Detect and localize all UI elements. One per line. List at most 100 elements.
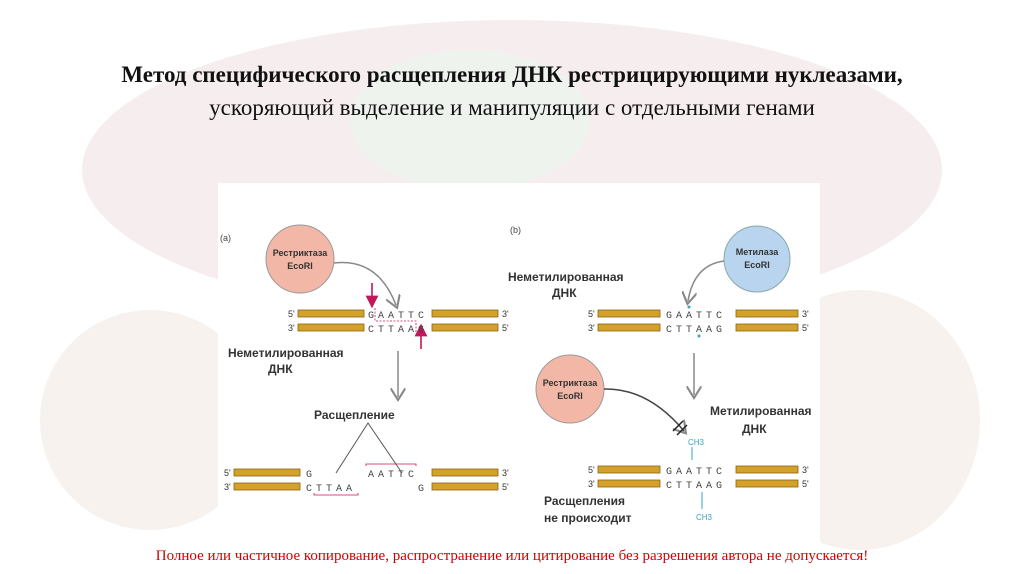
panel-b-label: (b) <box>510 225 521 235</box>
a-cleavage-label: Расщепление <box>314 408 395 422</box>
b-unmethylated-line2: ДНК <box>552 286 577 300</box>
arrow-methylase-to-dna <box>688 260 725 301</box>
b-no-cleavage-line1: Расщепления <box>544 494 625 508</box>
b-methyl-dot <box>687 305 691 309</box>
slide-title-bold: Метод специфического расщепления ДНК рес… <box>121 62 903 87</box>
restriction-enzyme-b-line1: Рестриктаза <box>543 378 598 388</box>
a-frag-right-top: A <box>378 470 384 481</box>
arrow-enzyme-to-dna-a <box>333 261 396 305</box>
methylase-line2: EcoRI <box>744 260 770 270</box>
a-top-5prime: 5' <box>288 309 295 319</box>
a-seq-top: A <box>388 311 394 322</box>
a-bot-3prime: 3' <box>288 323 295 333</box>
ecori-diagram: (a) Рестриктаза EcoRI 5' 3' 3' 5' G A A … <box>218 183 820 550</box>
a-frag-right-top: A <box>368 470 374 481</box>
a-frag-3prime-r: 3' <box>502 468 509 478</box>
b-bot-5prime: 5' <box>588 465 595 475</box>
a-frag-bracket <box>365 463 417 466</box>
a-top-3prime: 3' <box>502 309 509 319</box>
block-mark <box>676 424 688 436</box>
b-meth-seq-bot: T <box>676 481 682 492</box>
b-meth-seq-top: A <box>676 467 682 478</box>
a-seq-top: A <box>378 311 384 322</box>
b-meth-seq-top: T <box>696 467 702 478</box>
a-fragment-bar <box>233 468 301 477</box>
a-frag-right-bot: G <box>418 484 424 495</box>
a-frag-right-top: T <box>388 470 394 481</box>
b-ch3-top: CH3 <box>688 438 705 447</box>
b-seq-top: T <box>696 311 702 322</box>
restriction-enzyme-b: Рестриктаза EcoRI <box>535 354 605 424</box>
a-seq-top: C <box>418 311 424 322</box>
b-meth-seq-bot: G <box>716 481 722 492</box>
b-seq-bot: T <box>686 325 692 336</box>
b-dna-bar <box>735 479 799 488</box>
b-seq-bot: C <box>666 325 672 336</box>
a-frag-5prime-r: 5' <box>502 482 509 492</box>
a-split-lines <box>335 422 403 474</box>
b-meth-seq-top: A <box>686 467 692 478</box>
a-frag-right-top: T <box>398 470 404 481</box>
a-frag-left-top: G <box>306 470 312 481</box>
a-frag-left-bot: A <box>346 484 352 495</box>
restriction-enzyme-b-line2: EcoRI <box>557 391 583 401</box>
b-meth-seq-bot: T <box>686 481 692 492</box>
a-fragment-bar <box>431 482 499 491</box>
b-seq-top: G <box>666 311 672 322</box>
b-meth-seq-top: G <box>666 467 672 478</box>
b-seq-bot: A <box>696 325 702 336</box>
b-bot-3prime: 3' <box>588 479 595 489</box>
a-seq-bot: A <box>398 325 404 336</box>
b-seq-bot: A <box>706 325 712 336</box>
a-dna-bar <box>297 309 365 318</box>
a-frag-left-bot: C <box>306 484 312 495</box>
a-seq-top: T <box>408 311 414 322</box>
b-seq-top: T <box>706 311 712 322</box>
restriction-enzyme-a-line1: Рестриктаза <box>273 248 328 258</box>
b-methyl-dot <box>697 334 701 338</box>
a-seq-bot: A <box>408 325 414 336</box>
b-ch3-bottom: CH3 <box>696 513 713 522</box>
slide-title: Метод специфического расщепления ДНК рес… <box>70 58 954 124</box>
b-top-3prime: 3' <box>588 323 595 333</box>
b-dna-bar <box>735 465 799 474</box>
slide-title-rest: ускоряющий выделение и манипуляции с отд… <box>209 95 815 120</box>
a-seq-bot: T <box>378 325 384 336</box>
b-top-3prime-r: 3' <box>802 309 809 319</box>
b-no-cleavage-line2: не происходит <box>544 511 632 525</box>
b-dna-bar <box>597 479 661 488</box>
a-unmethylated-line2: ДНК <box>268 362 293 376</box>
a-cut-line <box>374 308 417 334</box>
b-meth-seq-top: C <box>716 467 722 478</box>
a-bot-5prime: 5' <box>502 323 509 333</box>
a-dna-bar <box>431 323 499 332</box>
a-frag-3prime: 3' <box>224 482 231 492</box>
b-methylated-line2: ДНК <box>742 422 767 436</box>
a-frag-right-top: C <box>408 470 414 481</box>
a-seq-top: T <box>398 311 404 322</box>
restriction-enzyme-a: Рестриктаза EcoRI <box>265 224 335 294</box>
a-frag-left-bot: A <box>336 484 342 495</box>
a-seq-top: G <box>368 311 374 322</box>
b-meth-seq-top: T <box>706 467 712 478</box>
methylase-line1: Метилаза <box>736 247 780 257</box>
a-frag-bracket <box>313 493 359 496</box>
b-meth-seq-bot: C <box>666 481 672 492</box>
a-fragment-bar <box>431 468 499 477</box>
a-unmethylated-line1: Неметилированная <box>228 346 344 360</box>
b-seq-top: C <box>716 311 722 322</box>
a-dna-bar <box>297 323 365 332</box>
b-seq-top: A <box>686 311 692 322</box>
a-frag-5prime: 5' <box>224 468 231 478</box>
b-meth-seq-bot: A <box>706 481 712 492</box>
a-dna-bar <box>431 309 499 318</box>
methylase-enzyme: Метилаза EcoRI <box>723 225 791 293</box>
b-bot-3prime-r: 3' <box>802 465 809 475</box>
b-bot-5prime-r: 5' <box>802 479 809 489</box>
b-dna-bar <box>735 309 799 318</box>
b-seq-top: A <box>676 311 682 322</box>
a-fragment-bar <box>233 482 301 491</box>
a-frag-left-bot: T <box>326 484 332 495</box>
copyright-footer: Полное или частичное копирование, распро… <box>155 548 869 564</box>
b-seq-bot: G <box>716 325 722 336</box>
